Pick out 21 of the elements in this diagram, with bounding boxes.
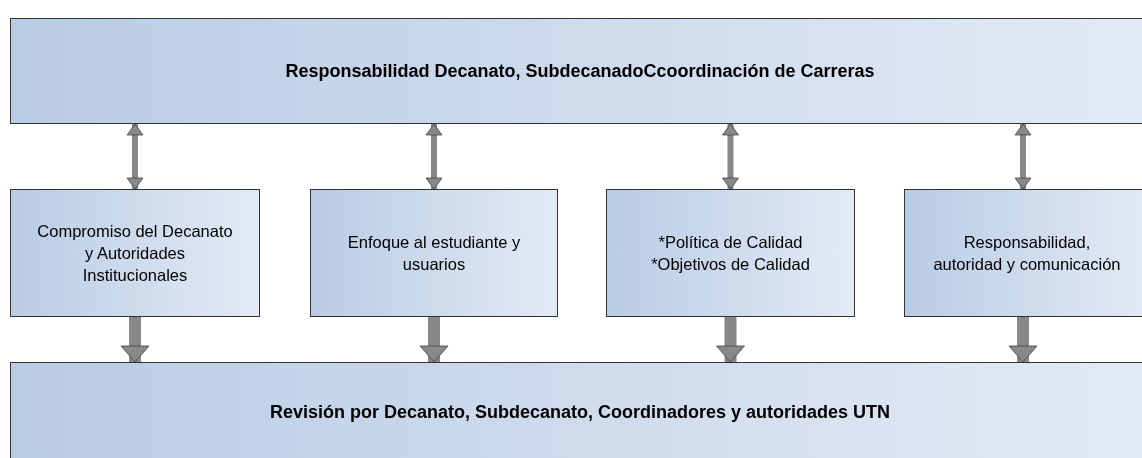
banner-box xyxy=(10,362,1142,458)
block-arrow xyxy=(716,317,745,363)
box-text: Revisión por Decanato, Subdecanato, Coordinadores y autoridades UTN xyxy=(269,401,891,423)
banner-box xyxy=(10,18,1142,124)
box-text: *Política de Calidad xyxy=(657,231,804,253)
block-arrow xyxy=(1008,317,1038,363)
process-box xyxy=(310,189,558,317)
process-box xyxy=(904,189,1142,317)
box-text: Enfoque al estudiante y usuarios xyxy=(346,231,522,275)
block-arrow xyxy=(419,317,449,363)
box-text: Responsabilidad Decanato, SubdecanadoCcoordinación de Carreras xyxy=(285,60,875,82)
box-text: Responsabilidad, autoridad y comunicación xyxy=(932,231,1122,275)
process-box xyxy=(606,189,855,317)
double-arrow xyxy=(126,123,144,190)
block-arrow xyxy=(120,317,150,363)
box-text: *Objetivos de Calidad xyxy=(650,254,811,275)
process-box xyxy=(10,189,260,317)
double-arrow xyxy=(1014,123,1032,190)
double-arrow xyxy=(722,123,739,190)
box-text: Compromiso del Decanato y Autoridades Institucionales xyxy=(36,220,234,287)
double-arrow xyxy=(425,123,443,190)
